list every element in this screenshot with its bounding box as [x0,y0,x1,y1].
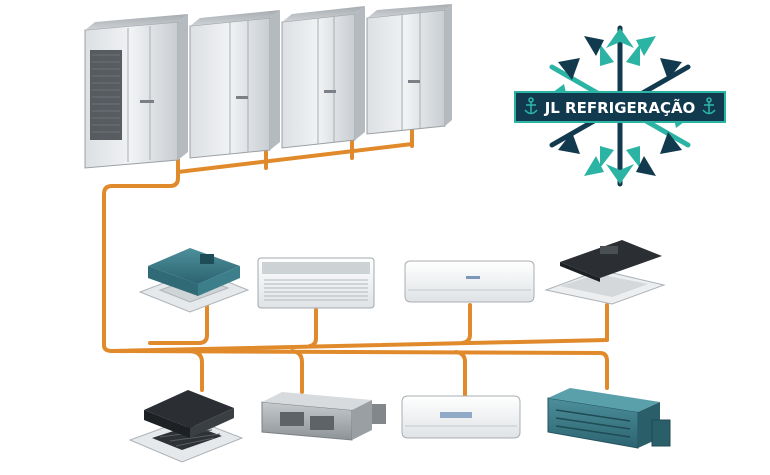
outdoor-unit-1 [84,14,188,169]
outdoor-unit-2 [189,10,280,159]
anchor-icon [524,97,538,115]
cassette-4-way-icon [128,390,244,463]
trunk-lower [110,349,609,390]
drop-row2-3 [454,350,467,397]
ducted-unit-icon [261,392,386,441]
outdoor-header-pipe [102,158,180,347]
drop-row1-2 [308,308,318,348]
cassette-4-way-icon [138,248,250,313]
cassette-1-way-icon [544,240,666,305]
drop-row1-1 [148,303,209,345]
drop-row2-1 [188,349,204,392]
outdoor-unit-3 [281,6,365,149]
logo-banner [514,91,726,123]
outdoor-unit-array [84,4,452,169]
outdoor-link-pipe [176,142,414,174]
anchor-icon [702,97,716,115]
wall-split-unit-icon [404,260,535,303]
jl-refrigeracao-logo: JL REFRIGERAÇÃO [514,25,726,187]
ducted-high-static-unit-icon [547,388,671,449]
logo-text: JL REFRIGERAÇÃO [544,98,696,117]
wall-split-unit-icon [401,395,521,439]
drop-row2-2 [290,349,304,394]
outdoor-unit-4 [366,4,452,135]
floor-ceiling-unit-icon [257,257,375,309]
drop-row1-3 [460,303,472,345]
refrigerant-piping [102,128,609,397]
